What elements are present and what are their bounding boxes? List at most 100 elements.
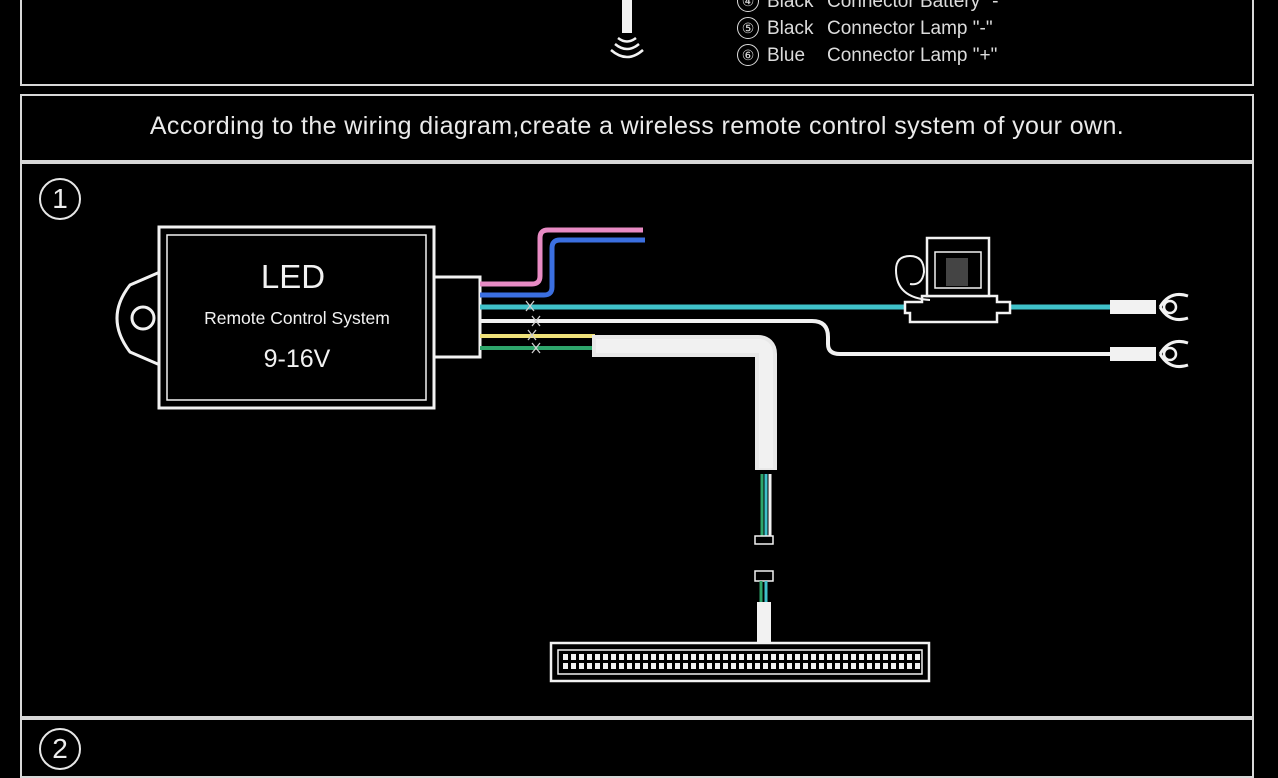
led-dot [875,654,880,660]
lamp-cable-sheath [757,602,771,644]
led-dot [723,654,728,660]
legend-sign: "-" [972,18,993,39]
led-dot [763,654,768,660]
led-dot [827,663,832,669]
banner-frame [20,94,1254,162]
led-dot [915,663,920,669]
led-dot [747,663,752,669]
led-dot [683,654,688,660]
led-dot [659,663,664,669]
led-dot [635,663,640,669]
led-dot [571,654,576,660]
led-dot [891,654,896,660]
led-dot [579,663,584,669]
step1-panel-frame [20,162,1254,718]
legend-color: Black [767,0,814,12]
led-dot [707,663,712,669]
led-dot [907,654,912,660]
led-dot [667,663,672,669]
terminal-battery-positive [1110,292,1189,322]
led-dot [627,663,632,669]
module-subtitle: Remote Control System [204,308,390,328]
led-dot [771,654,776,660]
led-dot [611,654,616,660]
led-dot [787,654,792,660]
legend-color: Black [767,18,814,39]
wire-cross-marks [525,300,541,354]
led-dot [755,654,760,660]
led-dot [883,663,888,669]
legend-sign: "-" [985,0,1006,12]
banner-text: According to the wiring diagram,create a… [149,112,1125,140]
wiring-diagram: LED Remote Control System 9-16V [115,0,1189,683]
blue-wire [480,237,645,298]
led-dot [875,663,880,669]
led-dot [707,654,712,660]
led-dot [651,654,656,660]
led-dot [811,663,816,669]
led-dot [675,663,680,669]
led-dot [643,663,648,669]
led-dot [563,654,568,660]
led-dot [699,654,704,660]
led-dot [699,663,704,669]
led-dot [907,663,912,669]
led-dot [659,654,664,660]
led-dot [651,663,656,669]
cable-highlight [596,339,773,468]
led-dot [771,663,776,669]
led-dot [595,663,600,669]
led-dot [819,654,824,660]
led-dot [899,663,904,669]
led-dot [619,663,624,669]
plug-connector-female [754,570,774,582]
led-dot [835,654,840,660]
led-dot [779,654,784,660]
top-panel-frame [20,0,1254,86]
led-dots [563,654,920,669]
led-dot [739,663,744,669]
led-dot [691,663,696,669]
module-title: LED [261,258,325,295]
led-dot [731,663,736,669]
led-dot [803,654,808,660]
antenna-icon [610,0,644,59]
led-dot [867,654,872,660]
pink-wire [480,227,643,287]
led-dot [859,663,864,669]
led-dot [579,654,584,660]
led-dot [619,654,624,660]
sheathed-cable [592,335,777,470]
legend-sign: "+" [972,45,998,66]
led-dot [899,654,904,660]
led-dot [675,654,680,660]
led-dot [915,654,920,660]
step-number-1: 1 [39,178,81,220]
led-dot [859,654,864,660]
led-dot [563,663,568,669]
led-dot [611,663,616,669]
led-light-bar [549,641,931,683]
led-dot [603,654,608,660]
led-dot [891,663,896,669]
led-dot [827,654,832,660]
terminal-battery-negative [1110,339,1189,369]
legend-color: Blue [767,45,806,66]
led-dot [795,654,800,660]
led-dot [867,663,872,669]
led-dot [595,654,600,660]
led-dot [739,654,744,660]
legend-number: ⑥ [737,44,759,66]
led-dot [851,663,856,669]
led-dot [883,654,888,660]
led-dot [715,663,720,669]
led-dot [571,663,576,669]
legend-part: Connector Battery [827,0,981,12]
led-dot [731,654,736,660]
led-dot [851,654,856,660]
legend-number: ⑤ [737,17,759,39]
led-dot [811,654,816,660]
led-dot [587,663,592,669]
